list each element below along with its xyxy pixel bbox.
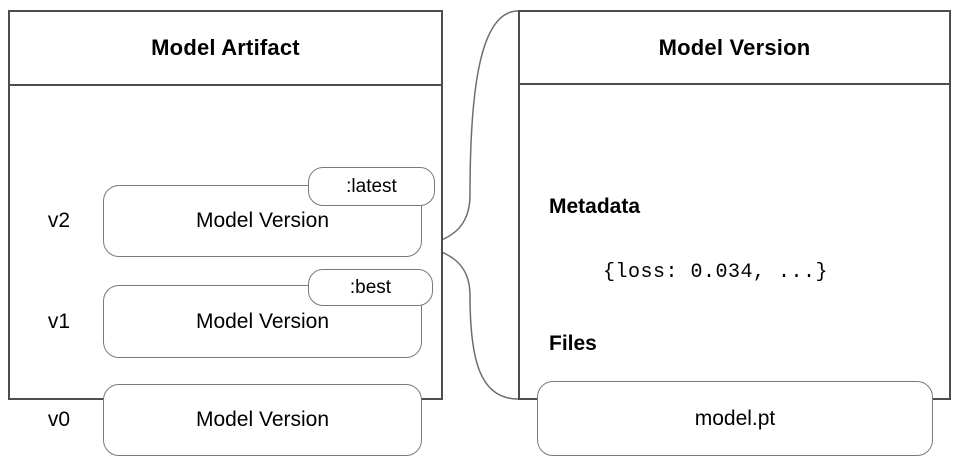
model-version-header: Model Version xyxy=(520,12,949,85)
connector-upper-arm xyxy=(421,10,519,247)
model-version-box: Model Version xyxy=(103,384,422,456)
files-heading: Files xyxy=(549,332,597,355)
connector-lower-arm xyxy=(421,245,519,400)
version-index-label: v2 xyxy=(47,209,71,232)
model-artifact-header: Model Artifact xyxy=(10,12,441,86)
diagram-canvas: Model Artifact v2 Model Version :latest … xyxy=(8,10,951,456)
zoom-connector xyxy=(421,10,519,400)
metadata-heading: Metadata xyxy=(549,195,641,218)
version-index-label: v1 xyxy=(47,310,71,333)
model-version-panel: Model Version Metadata {loss: 0.034, ...… xyxy=(518,10,951,456)
model-version-title: Model Version xyxy=(658,34,811,60)
model-artifact-title: Model Artifact xyxy=(151,35,300,60)
best-tag-pill: :best xyxy=(308,269,433,306)
model-file-box: model.pt xyxy=(537,381,933,456)
version-index-label: v0 xyxy=(47,408,71,431)
model-artifact-panel: Model Artifact v2 Model Version :latest … xyxy=(8,10,443,456)
latest-tag-pill: :latest xyxy=(308,167,435,206)
metadata-value: {loss: 0.034, ...} xyxy=(603,261,829,284)
